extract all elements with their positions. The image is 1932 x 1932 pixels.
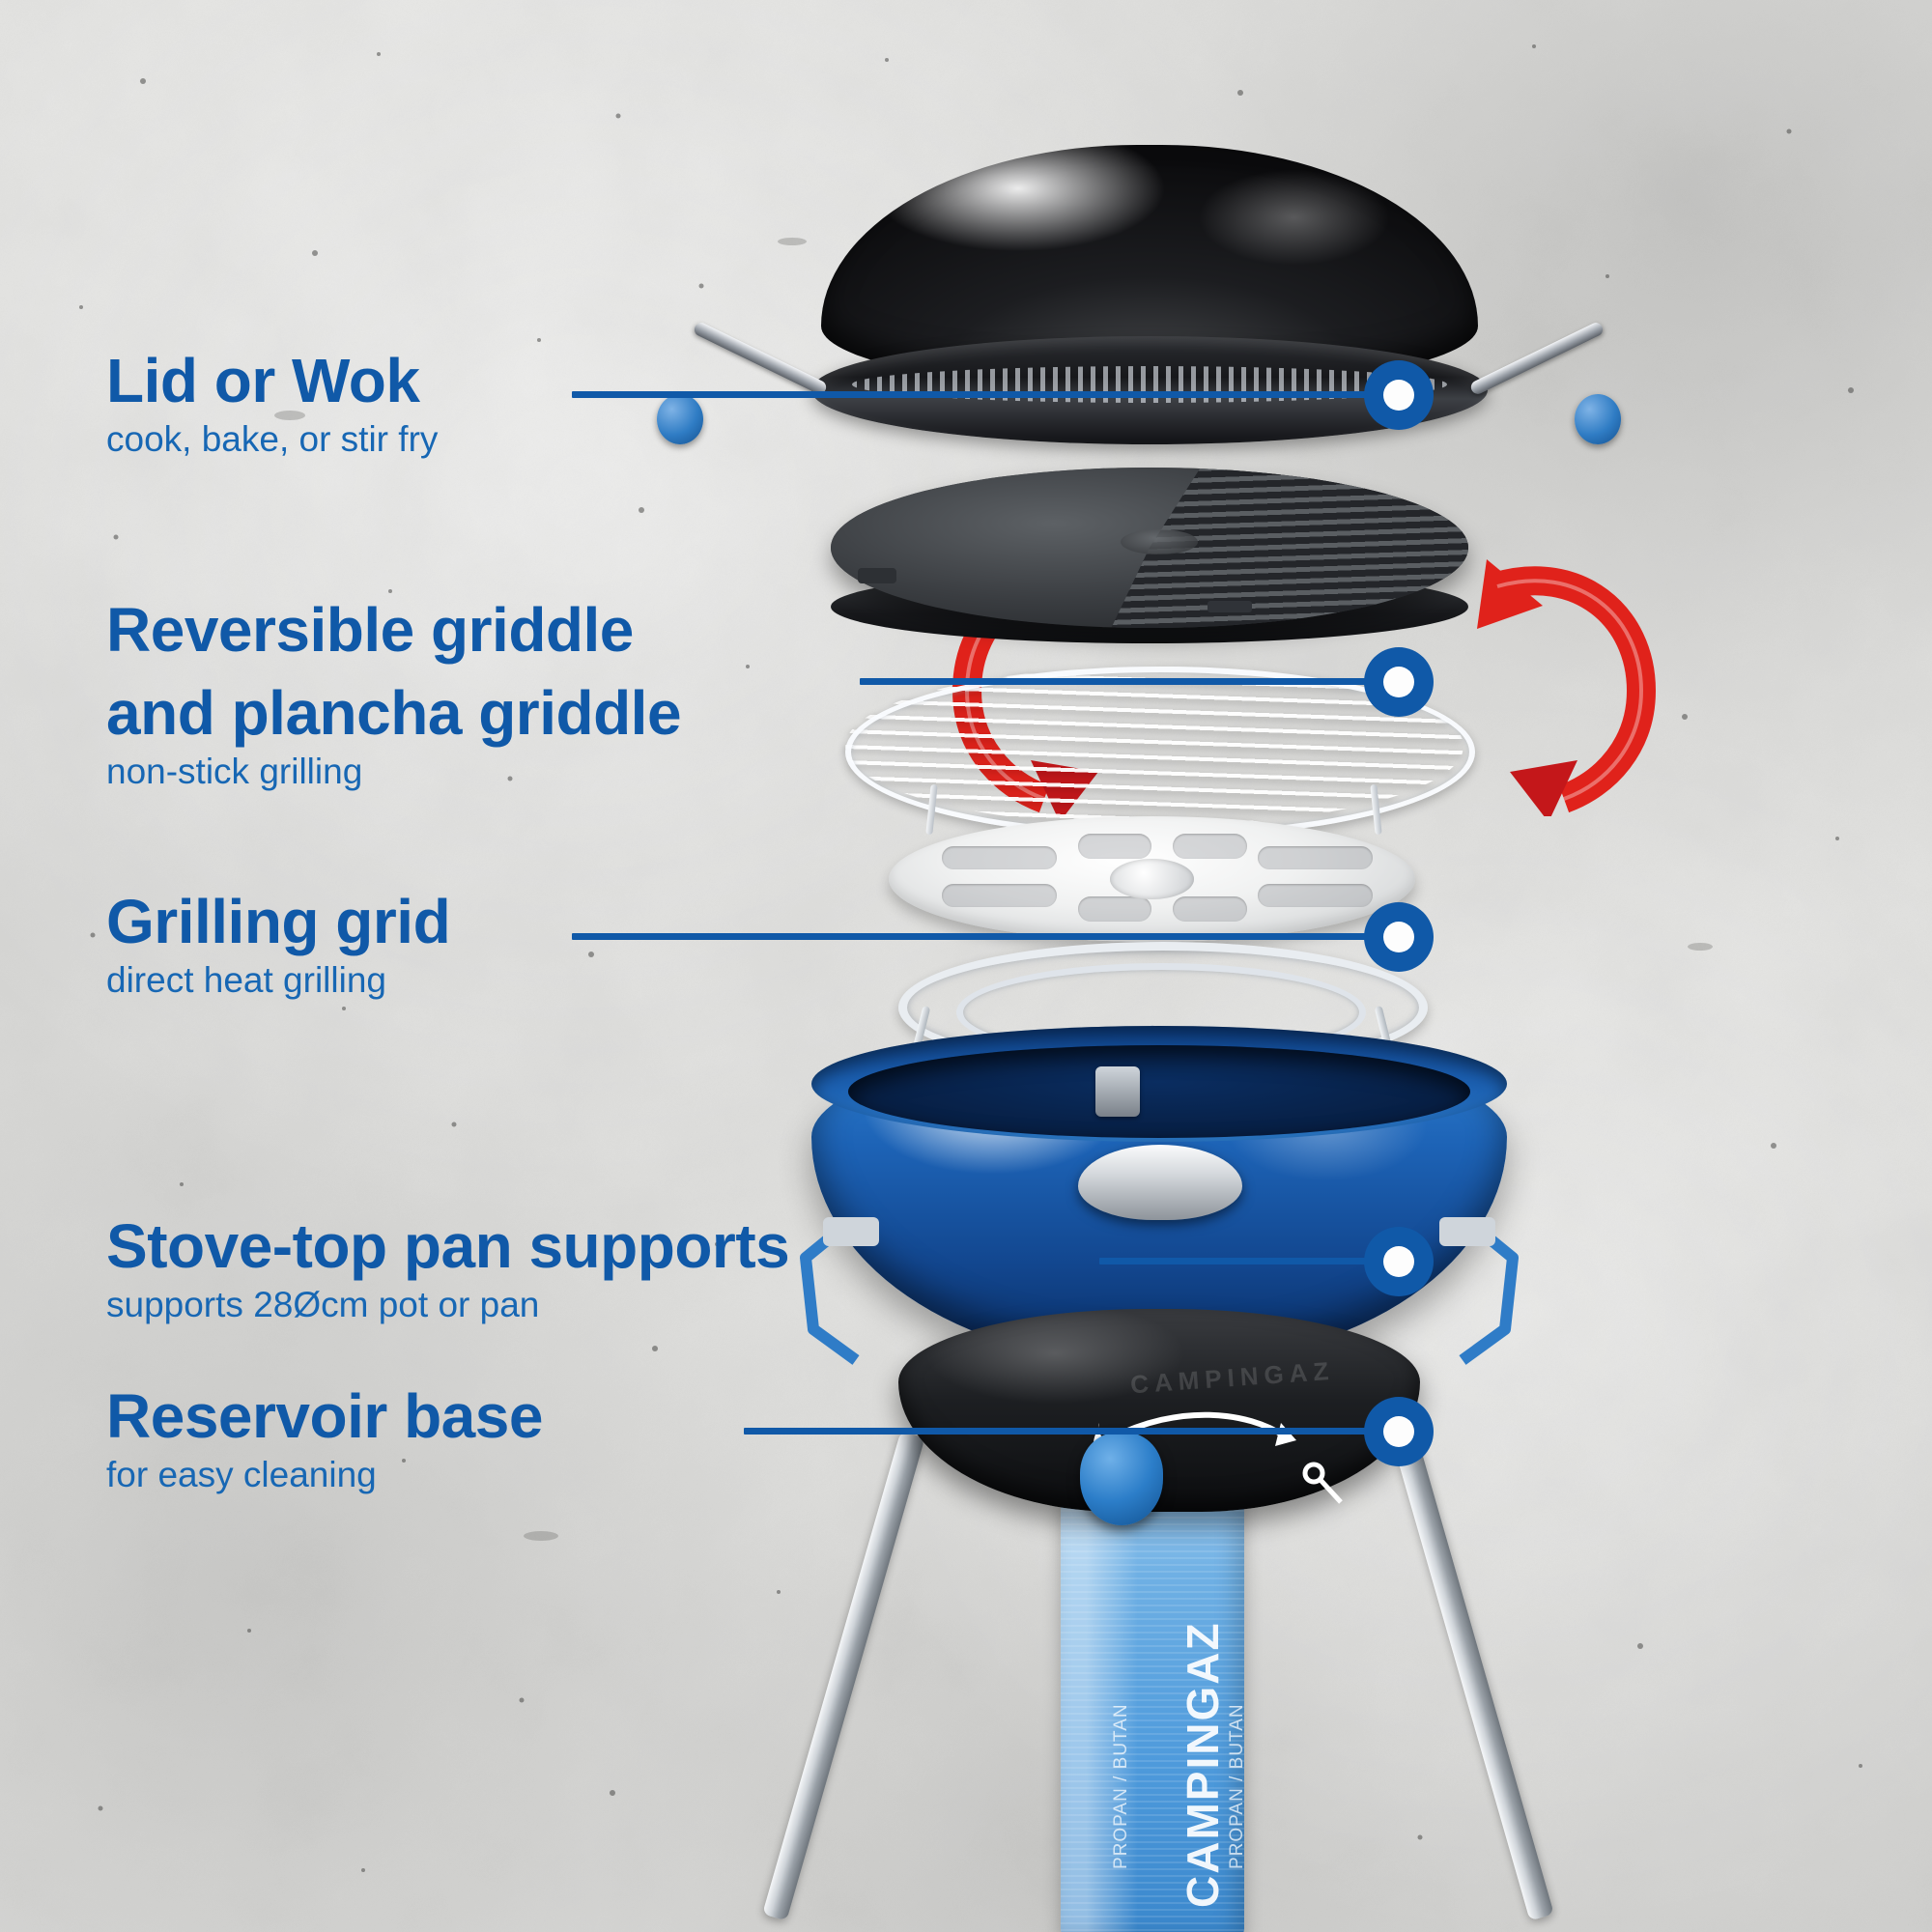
plate-slot: [941, 884, 1058, 907]
callout-title-line1: Reversible griddle: [106, 595, 634, 665]
callout-grilling-grid: Grilling grid direct heat grilling: [106, 887, 451, 1000]
callout-lid-or-wok: Lid or Wok cook, bake, or stir fry: [106, 350, 438, 459]
lid-handle-knob-left: [657, 394, 703, 444]
callout-subtitle: supports 28Øcm pot or pan: [106, 1285, 540, 1324]
control-knob[interactable]: [1080, 1433, 1163, 1525]
grilling-grid-part: [845, 667, 1475, 840]
griddle-disc: [831, 468, 1468, 628]
reservoir-bowl-interior: [848, 1045, 1470, 1138]
callout-subtitle: for easy cleaning: [106, 1455, 377, 1494]
plate-center-hub: [1109, 859, 1195, 899]
gas-canister: CAMPINGAZ PROPAN / BUTAN PROPAN / BUTAN: [1061, 1483, 1244, 1932]
lid-or-wok-part: [657, 145, 1621, 444]
lid-handle-knob-right: [1575, 394, 1621, 444]
callout-dot-lid-or-wok[interactable]: [1364, 360, 1434, 430]
callout-stove-top-pan-supports: Stove-top pan supports supports 28Øcm po…: [106, 1211, 790, 1324]
callout-dot-reservoir-base[interactable]: [1364, 1397, 1434, 1466]
canister-gas-type-text: PROPAN / BUTAN: [1227, 1703, 1244, 1869]
reservoir-latch-right: [1439, 1217, 1519, 1365]
callout-subtitle: direct heat grilling: [106, 960, 386, 1000]
callout-title-line2: and plancha griddle: [106, 678, 682, 748]
callout-reversible-griddle: Reversible griddle and plancha griddle n…: [106, 595, 682, 791]
plate-slot: [1173, 896, 1247, 923]
griddle-tab-left: [858, 568, 896, 583]
canister-brand-text: CAMPINGAZ: [1178, 1621, 1228, 1908]
griddle-center-hub: [1121, 529, 1198, 554]
reversible-griddle-part: [831, 454, 1488, 657]
plate-slot: [941, 846, 1058, 869]
rotation-arrow-right-icon: [1477, 559, 1657, 816]
burner-cap: [1078, 1145, 1242, 1220]
callout-reservoir-base: Reservoir base for easy cleaning: [106, 1385, 543, 1494]
callout-subtitle: cook, bake, or stir fry: [106, 419, 439, 459]
callout-title: Reservoir base: [106, 1381, 543, 1451]
callout-leader-line: [744, 1428, 1399, 1435]
callout-subtitle: non-stick grilling: [106, 752, 363, 791]
callout-dot-reversible-griddle[interactable]: [1364, 647, 1434, 717]
canister-label-texture: [1061, 1483, 1244, 1932]
callout-title: Lid or Wok: [106, 346, 420, 415]
plate-slot: [1078, 834, 1152, 860]
canister-gas-type-text: PROPAN / BUTAN: [1111, 1703, 1131, 1869]
plate-slot: [1078, 896, 1152, 923]
callout-leader-line: [860, 678, 1401, 685]
enamel-burner-plate-part: [889, 816, 1415, 956]
callout-leader-line: [1099, 1258, 1401, 1264]
base-and-stand-part: CAMPINGAZ PROPAN / BUTAN PROPAN / BUTAN …: [762, 1309, 1554, 1932]
reservoir-bowl-part: [800, 1026, 1519, 1430]
callout-title: Stove-top pan supports: [106, 1211, 790, 1281]
reservoir-latch-left: [800, 1217, 879, 1365]
callout-dot-stove-top-pan-supports[interactable]: [1364, 1227, 1434, 1296]
plate-slot: [1257, 846, 1374, 869]
callout-title: Grilling grid: [106, 887, 451, 956]
plate-slot: [1173, 834, 1247, 860]
reservoir-bowl-clip: [1095, 1066, 1140, 1117]
callout-leader-line: [572, 933, 1399, 940]
enamel-plate: [889, 816, 1415, 942]
knob-flame-icons: [1086, 1411, 1343, 1504]
plate-slot: [1257, 884, 1374, 907]
callout-dot-grilling-grid[interactable]: [1364, 902, 1434, 972]
griddle-tab-bottom: [1208, 601, 1252, 612]
callout-leader-line: [572, 391, 1399, 398]
